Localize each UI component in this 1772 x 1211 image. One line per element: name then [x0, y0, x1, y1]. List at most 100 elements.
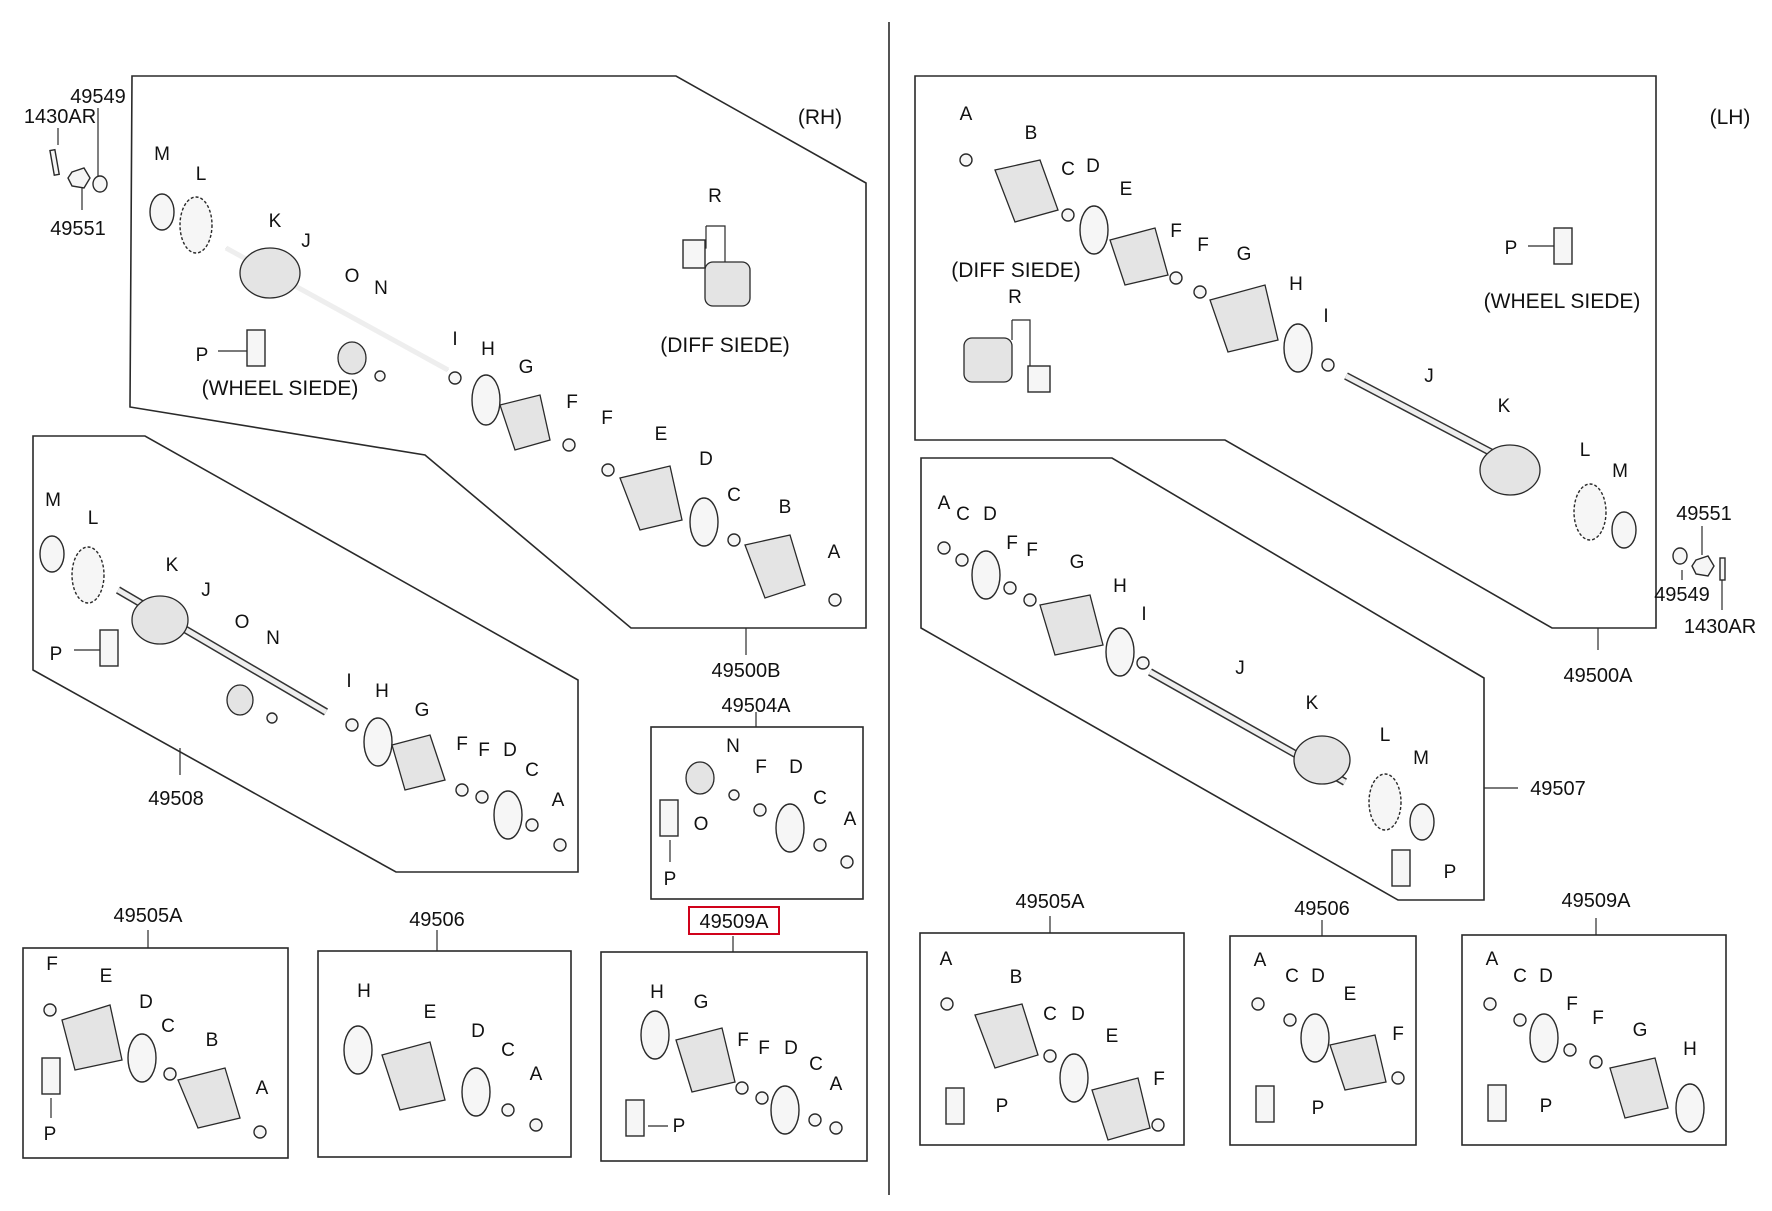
damper-o — [337, 341, 367, 375]
svg-text:N: N — [266, 628, 280, 649]
svg-text:A: A — [960, 104, 973, 125]
rh-heading: (RH) — [798, 106, 842, 129]
svg-text:P: P — [673, 1116, 686, 1137]
svg-text:P: P — [44, 1124, 57, 1145]
callout-p: P — [196, 345, 209, 366]
boot-g — [499, 394, 551, 451]
rh-loose-hardware: 49549 1430AR 49551 — [24, 86, 126, 240]
svg-text:D: D — [139, 992, 153, 1013]
callout-f1: F — [566, 392, 578, 413]
part-number-49506-lh: 49506 — [1294, 898, 1350, 920]
svg-text:A: A — [844, 809, 857, 830]
callout-m: M — [154, 144, 170, 165]
callout-c: C — [727, 485, 741, 506]
svg-text:C: C — [1043, 1004, 1057, 1025]
svg-text:H: H — [1683, 1039, 1697, 1060]
boot-e — [619, 465, 683, 531]
svg-text:L: L — [88, 508, 99, 529]
lh-wheel-side-label: (WHEEL SIEDE) — [1484, 290, 1641, 313]
svg-text:F: F — [1392, 1024, 1404, 1045]
svg-text:F: F — [755, 757, 767, 778]
svg-text:A: A — [1254, 950, 1267, 971]
clip-n — [374, 370, 386, 382]
callout-i: I — [452, 329, 457, 350]
group-49508: 49508 M L K J O N I H G F F D C A P — [32, 435, 579, 873]
svg-text:F: F — [1592, 1008, 1604, 1029]
group-49500a: 49500A (DIFF SIEDE) (WHEEL SIEDE) A B C … — [914, 75, 1657, 687]
svg-text:P: P — [1505, 238, 1518, 259]
svg-text:P: P — [1444, 862, 1457, 883]
svg-text:D: D — [1086, 156, 1100, 177]
svg-text:K: K — [166, 555, 179, 576]
band-f2 — [601, 463, 615, 477]
svg-text:F: F — [1170, 221, 1182, 242]
svg-text:N: N — [726, 736, 740, 757]
svg-text:E: E — [100, 966, 113, 987]
part-number-49549: 49549 — [70, 86, 126, 108]
svg-text:D: D — [1539, 966, 1553, 987]
svg-text:D: D — [503, 740, 517, 761]
svg-text:A: A — [552, 790, 565, 811]
part-number-1430ar: 1430AR — [24, 106, 96, 128]
svg-text:F: F — [478, 740, 490, 761]
band-h — [471, 374, 501, 426]
callout-b: B — [779, 497, 792, 518]
svg-text:G: G — [1070, 552, 1085, 573]
group-49507: 49507 A C D F F G H I J K L M P — [920, 457, 1586, 901]
callout-k: K — [269, 211, 282, 232]
svg-text:M: M — [45, 490, 61, 511]
svg-text:E: E — [1120, 179, 1133, 200]
group-49500b-outline — [129, 75, 867, 629]
svg-text:K: K — [1498, 396, 1511, 417]
part-number-49551: 49551 — [50, 218, 106, 240]
svg-text:P: P — [664, 869, 677, 890]
svg-text:F: F — [1566, 994, 1578, 1015]
svg-text:B: B — [1025, 123, 1038, 144]
svg-text:P: P — [50, 644, 63, 665]
svg-text:C: C — [525, 760, 539, 781]
lh-loose-hardware: 49551 49549 1430AR — [1654, 503, 1756, 638]
part-number-49506-rh: 49506 — [409, 909, 465, 931]
svg-text:A: A — [256, 1078, 269, 1099]
rh-wheel-side-label: (WHEEL SIEDE) — [202, 377, 359, 400]
callout-l: L — [196, 164, 207, 185]
svg-text:A: A — [1486, 949, 1499, 970]
svg-text:D: D — [784, 1038, 798, 1059]
svg-text:G: G — [1633, 1020, 1648, 1041]
svg-text:P: P — [996, 1096, 1009, 1117]
svg-text:F: F — [737, 1030, 749, 1051]
svg-text:F: F — [1197, 235, 1209, 256]
part-number-49509a-lh: 49509A — [1562, 890, 1632, 912]
svg-text:O: O — [235, 612, 250, 633]
svg-text:G: G — [694, 992, 709, 1013]
grease-p — [246, 329, 266, 367]
svg-text:J: J — [201, 580, 211, 601]
callout-o: O — [345, 266, 360, 287]
svg-text:J: J — [1235, 658, 1245, 679]
washer-icon — [92, 175, 108, 193]
hex-nut-icon — [67, 167, 91, 189]
svg-text:C: C — [501, 1040, 515, 1061]
joint-r — [704, 261, 751, 307]
lh-diff-side-label: (DIFF SIEDE) — [951, 259, 1081, 282]
band-f1 — [562, 438, 576, 452]
group-49509a-rh[interactable]: 49509A H G F F D C A P — [600, 906, 868, 1162]
svg-text:G: G — [1237, 244, 1252, 265]
abs-ring-l — [179, 196, 213, 254]
callout-r: R — [708, 186, 722, 207]
lh-heading: (LH) — [1710, 106, 1751, 129]
part-number-49507: 49507 — [1530, 778, 1586, 800]
svg-text:F: F — [46, 954, 58, 975]
part-number-49509a-rh[interactable]: 49509A — [700, 911, 770, 933]
group-49508-outline — [32, 435, 579, 873]
part-number-49551-lh: 49551 — [1676, 503, 1732, 525]
svg-text:A: A — [830, 1074, 843, 1095]
svg-text:M: M — [1413, 748, 1429, 769]
svg-text:O: O — [694, 814, 709, 835]
svg-text:F: F — [1153, 1069, 1165, 1090]
svg-text:H: H — [357, 981, 371, 1002]
part-number-49505a-lh: 49505A — [1016, 891, 1086, 913]
svg-text:K: K — [1306, 693, 1319, 714]
svg-text:F: F — [1026, 540, 1038, 561]
